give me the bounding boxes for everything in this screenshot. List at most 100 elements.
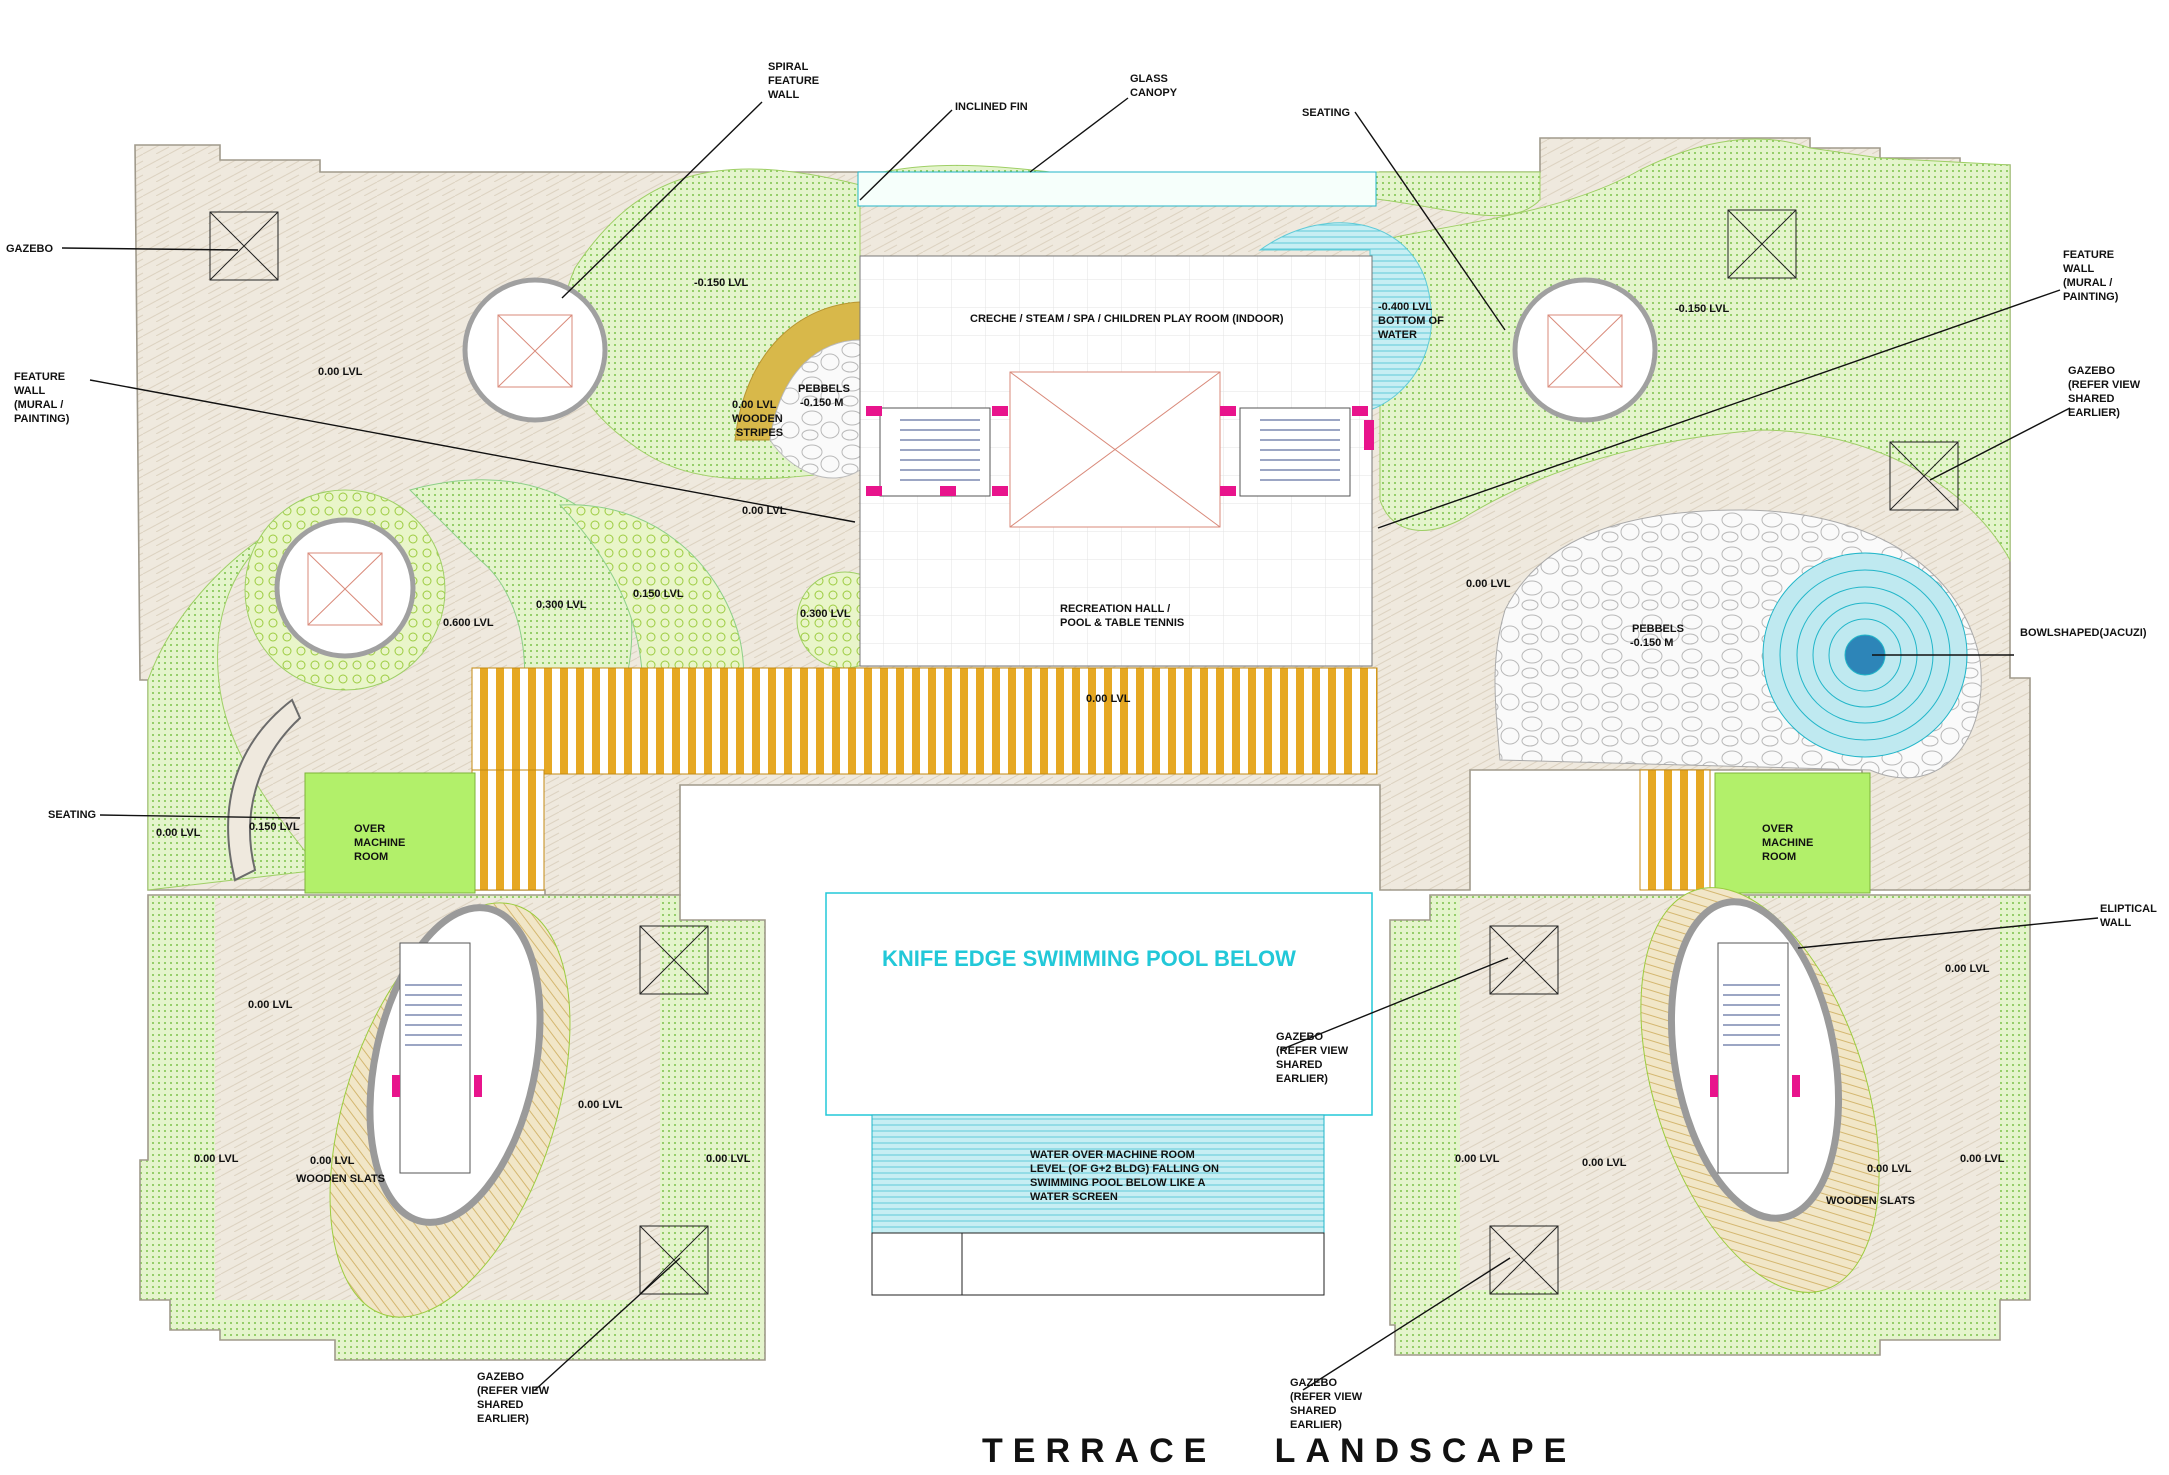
- callout-feature-wall-right: FEATURE WALL (MURAL / PAINTING): [2063, 249, 2119, 303]
- callout-line: GAZEBO: [2068, 365, 2116, 377]
- level-label: 0.00 LVL: [706, 1153, 751, 1165]
- water-feature: [1258, 222, 1432, 411]
- callout-gazebo-right: GAZEBO (REFER VIEW SHARED EARLIER): [2068, 365, 2141, 419]
- level-line: STRIPES: [736, 427, 783, 439]
- pergola-right-drop: [1639, 769, 1711, 891]
- level-line: 0.00 LVL: [1867, 1163, 1912, 1175]
- room-line: WATER SCREEN: [1030, 1191, 1118, 1203]
- callout-line: FEATURE: [2063, 249, 2114, 261]
- machine-room-right: [1714, 772, 1871, 894]
- gazebo-square-lowerleft-bottom: [639, 1225, 709, 1295]
- level-wooden-slats-right: 0.00 LVL WOODEN SLATS: [1826, 1163, 1915, 1207]
- callout-line: SHARED: [2068, 393, 2115, 405]
- room-line: WATER OVER MACHINE ROOM: [1030, 1149, 1195, 1161]
- callout-line: EARLIER): [2068, 407, 2120, 419]
- level-label: -0.150 LVL: [694, 277, 748, 289]
- water-screen: [871, 1114, 1325, 1234]
- upper-right-lawn: [1379, 138, 2011, 562]
- elliptical-planter-right: [1640, 887, 1880, 1293]
- callout-line: FEATURE: [14, 371, 65, 383]
- callout-line: SPIRAL: [768, 61, 809, 73]
- callout-line: (REFER VIEW: [1276, 1045, 1349, 1057]
- callout-feature-wall-left: FEATURE WALL (MURAL / PAINTING): [14, 371, 70, 425]
- room-line: POOL & TABLE TENNIS: [1060, 617, 1184, 629]
- knife-edge-pool: [825, 892, 1373, 1116]
- callout-line: WALL: [14, 385, 45, 397]
- gazebo-square-topright: [1727, 209, 1797, 279]
- callout-line: (REFER VIEW: [1290, 1391, 1363, 1403]
- level-label: 0.300 LVL: [800, 608, 851, 620]
- lower-right-terrace: [1389, 887, 2031, 1356]
- callout-line: GAZEBO: [477, 1371, 525, 1383]
- level-line: -0.150 M: [1630, 637, 1673, 649]
- level-water: -0.400 LVL BOTTOM OF WATER: [1378, 301, 1444, 341]
- room-line: RECREATION HALL /: [1060, 603, 1170, 615]
- level-line: 0.00 LVL: [732, 399, 777, 411]
- level-label: 0.00 LVL: [578, 1099, 623, 1111]
- level-line: WOODEN: [732, 413, 783, 425]
- room-machine-left-label: OVER MACHINE ROOM: [354, 823, 405, 863]
- callout-seating-top: SEATING: [1302, 107, 1350, 119]
- callout-line: ELIPTICAL: [2100, 903, 2157, 915]
- level-label: 0.300 LVL: [536, 599, 587, 611]
- level-label: 0.150 LVL: [633, 588, 684, 600]
- callout-line: GLASS: [1130, 73, 1168, 85]
- seating-arc-left: [227, 698, 302, 882]
- glass-canopy: [857, 171, 1377, 207]
- level-label: 0.150 LVL: [249, 821, 300, 833]
- pergola-left-drop: [471, 769, 545, 891]
- callout-gazebo-bottom-right: GAZEBO (REFER VIEW SHARED EARLIER): [1290, 1377, 1363, 1431]
- room-line: ROOM: [354, 851, 388, 863]
- room-line: OVER: [1762, 823, 1793, 835]
- callout-line: EARLIER): [477, 1413, 529, 1425]
- upper-terrace: [134, 137, 2031, 896]
- callout-line: WALL: [2100, 917, 2131, 929]
- room-line: MACHINE: [354, 837, 405, 849]
- pebbels-top: [769, 339, 861, 479]
- leader-lines: [61, 97, 2099, 1391]
- water-screen-label: WATER OVER MACHINE ROOM LEVEL (OF G+2 BL…: [1030, 1149, 1219, 1203]
- machine-room-left: [304, 772, 476, 894]
- machine-room-below: [871, 1232, 1325, 1296]
- callout-glass-canopy: GLASS CANOPY: [1130, 73, 1178, 99]
- level-line: WATER: [1378, 329, 1417, 341]
- level-label: 0.00 LVL: [1466, 578, 1511, 590]
- level-label: 0.00 LVL: [1455, 1153, 1500, 1165]
- level-pebbels-top: PEBBELS -0.150 M: [798, 383, 850, 409]
- level-label: 0.00 LVL: [1945, 963, 1990, 975]
- jacuzzi-bowl: [1762, 552, 1968, 758]
- callout-line: EARLIER): [1276, 1073, 1328, 1085]
- callout-line: (MURAL /: [2063, 277, 2112, 289]
- gazebo-square-lowerleft-top: [639, 925, 709, 995]
- level-label: 0.00 LVL: [1582, 1157, 1627, 1169]
- callout-line: SHARED: [477, 1399, 524, 1411]
- room-recreation-label: RECREATION HALL / POOL & TABLE TENNIS: [1060, 603, 1184, 629]
- gazebo-square-right: [1889, 441, 1959, 511]
- level-line: -0.150 M: [800, 397, 843, 409]
- lower-left-terrace: [139, 894, 766, 1361]
- level-label: 0.00 LVL: [248, 999, 293, 1011]
- callout-eliptical-wall: ELIPTICAL WALL: [2100, 903, 2157, 929]
- callout-line: WALL: [2063, 263, 2094, 275]
- room-line: LEVEL (OF G+2 BLDG) FALLING ON: [1030, 1163, 1219, 1175]
- level-line: PEBBELS: [798, 383, 850, 395]
- stair-left: [866, 406, 1008, 497]
- callout-line: PAINTING): [14, 413, 70, 425]
- callout-line: SHARED: [1276, 1059, 1323, 1071]
- level-line: PEBBELS: [1632, 623, 1684, 635]
- level-wooden-stripes: 0.00 LVL WOODEN STRIPES: [732, 399, 783, 439]
- pergola-main: [471, 667, 1378, 775]
- callout-line: CANOPY: [1130, 87, 1178, 99]
- callout-line: GAZEBO: [1276, 1031, 1324, 1043]
- room-line: SWIMMING POOL BELOW LIKE A: [1030, 1177, 1205, 1189]
- callout-line: (REFER VIEW: [2068, 379, 2141, 391]
- level-label: 0.00 LVL: [742, 505, 787, 517]
- room-machine-right-label: OVER MACHINE ROOM: [1762, 823, 1813, 863]
- level-label: 0.00 LVL: [156, 827, 201, 839]
- callout-bowlshaped: BOWLSHAPED(JACUZI): [2020, 627, 2147, 639]
- callout-gazebo-bottom-left: GAZEBO (REFER VIEW SHARED EARLIER): [477, 1371, 550, 1425]
- level-wooden-slats-left: 0.00 LVL WOODEN SLATS: [296, 1155, 385, 1185]
- gazebo-circle-midleft: [274, 517, 416, 659]
- callout-seating-left: SEATING: [48, 809, 96, 821]
